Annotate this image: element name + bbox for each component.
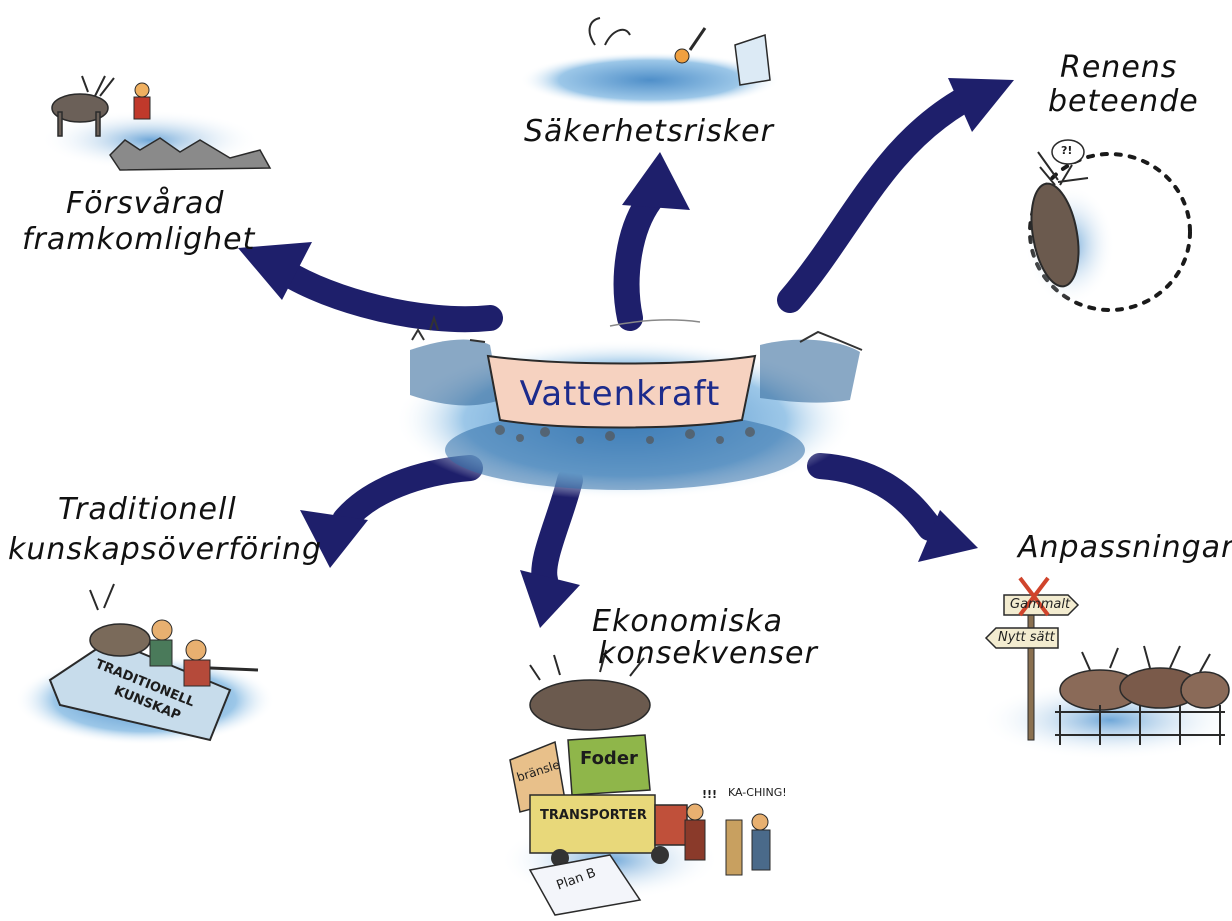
center-label-box xyxy=(486,354,757,429)
label-knowledge: Traditionell xyxy=(58,492,237,528)
feed-text: Foder xyxy=(580,748,638,769)
knowledge-illustration xyxy=(15,583,275,745)
label-behaviour: Renens xyxy=(1060,50,1177,86)
arrow-to-safety xyxy=(613,152,690,331)
label-behaviour-line-1: Renens xyxy=(1060,50,1178,85)
label-adaptation-line-1: Anpassningar xyxy=(1018,530,1232,565)
economy-illustration xyxy=(500,649,771,916)
arrow-to-adaptation xyxy=(807,453,978,562)
label-access-2: framkomlighet xyxy=(22,222,255,258)
label-behaviour-line-2: beteende xyxy=(1048,84,1199,119)
arrow-to-economy xyxy=(520,467,583,628)
arrow-to-knowledge xyxy=(300,455,483,568)
arrow-to-access xyxy=(238,242,503,333)
cash-sound-text: KA-CHING! xyxy=(728,786,787,799)
label-economy: Ekonomiska xyxy=(592,604,783,640)
label-knowledge-line-2: kunskapsöverföring xyxy=(8,532,323,567)
label-knowledge-2: kunskapsöverföring xyxy=(8,532,322,568)
exclaim-text: !!! xyxy=(702,788,718,801)
label-behaviour-2: beteende xyxy=(1048,84,1199,120)
arrow-to-behaviour xyxy=(777,78,1014,313)
adaptation-illustration xyxy=(980,576,1232,760)
label-economy-2: konsekvenser xyxy=(598,636,818,672)
sign-new-text: Nytt sätt xyxy=(998,630,1055,645)
confused-text: ?! xyxy=(1061,144,1073,157)
label-economy-line-2: konsekvenser xyxy=(598,636,818,671)
center-label: Vattenkraft xyxy=(519,374,721,414)
behaviour-illustration xyxy=(1025,139,1192,312)
label-access-line-1: Försvårad xyxy=(66,186,225,221)
safety-illustration xyxy=(520,17,780,108)
label-safety-line-1: Säkerhetsrisker xyxy=(524,114,774,149)
label-access-line-2: framkomlighet xyxy=(22,222,256,257)
label-adaptation: Anpassningar xyxy=(1018,530,1232,566)
label-knowledge-line-1: Traditionell xyxy=(58,492,237,527)
sign-old-text: Gammalt xyxy=(1010,597,1071,612)
label-economy-line-1: Ekonomiska xyxy=(592,604,783,639)
label-safety: Säkerhetsrisker xyxy=(524,114,774,150)
access-illustration xyxy=(40,75,272,171)
label-access: Försvårad xyxy=(66,186,224,222)
truck-text: TRANSPORTER xyxy=(540,808,647,823)
